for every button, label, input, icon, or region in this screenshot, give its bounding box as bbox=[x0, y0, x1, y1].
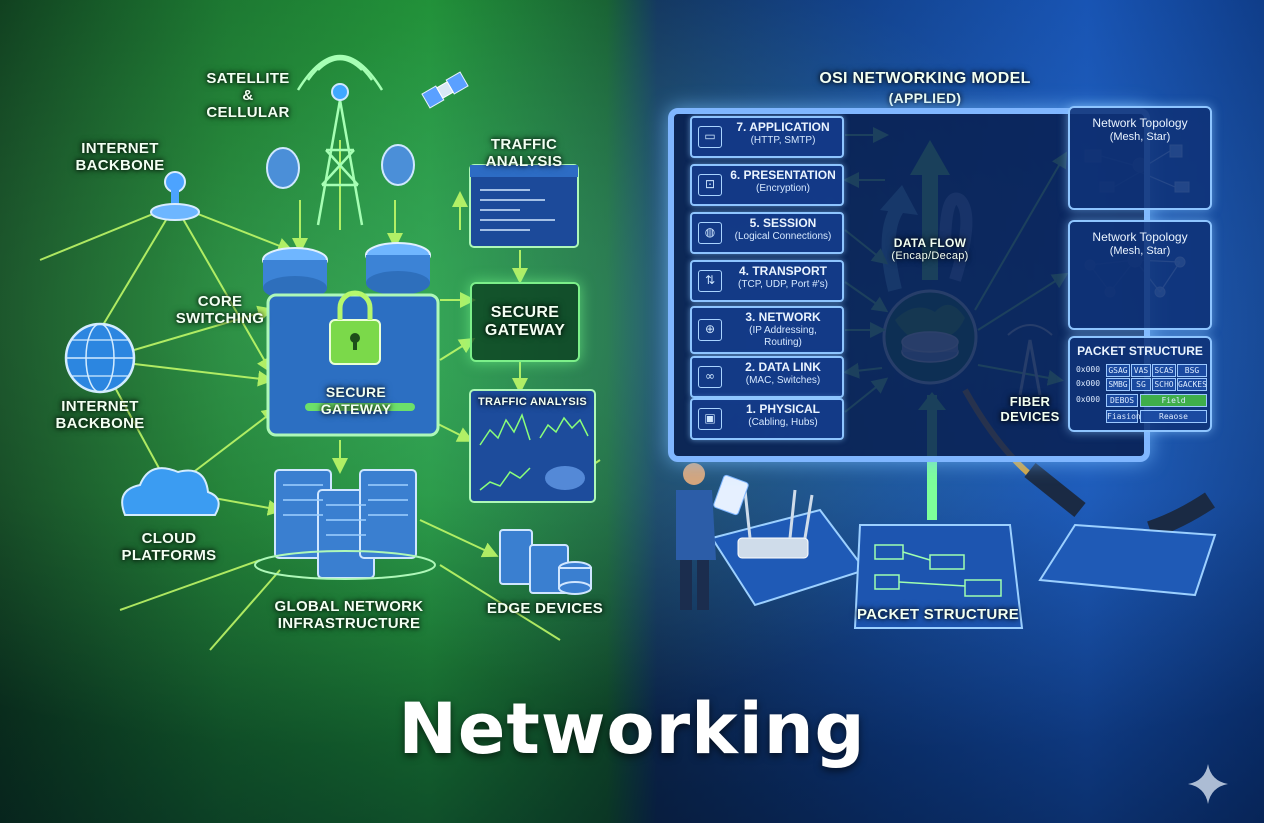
browser-icon: ▭ bbox=[698, 126, 722, 148]
topology-1-title: Network Topology bbox=[1092, 116, 1188, 130]
packet-cell: GSAG bbox=[1106, 364, 1130, 377]
osi-layer-name: 2. DATA LINK bbox=[745, 360, 821, 374]
packet-cell: Fiasion bbox=[1106, 410, 1141, 423]
secure-gateway-box: SECURE GATEWAY bbox=[470, 282, 580, 362]
packet-cell: 0x000 bbox=[1075, 365, 1101, 374]
link-icon: ∞ bbox=[698, 366, 722, 388]
osi-layer-sub: (MAC, Switches) bbox=[745, 375, 821, 386]
cloud-platforms-label: CLOUD PLATFORMS bbox=[121, 530, 217, 564]
edge-devices-label: EDGE DEVICES bbox=[486, 600, 604, 617]
osi-layer-2: ∞ 2. DATA LINK (MAC, Switches) bbox=[690, 356, 844, 398]
secure-gateway-box-label: SECURE GATEWAY bbox=[484, 304, 566, 339]
traffic-analysis-top-label: TRAFFIC ANALYSIS bbox=[485, 136, 563, 170]
osi-layer-6: ⊡ 6. PRESENTATION (Encryption) bbox=[690, 164, 844, 206]
core-switching-label: CORE SWITCHING bbox=[175, 293, 265, 327]
topology-2-title: Network Topology bbox=[1092, 230, 1188, 244]
packet-cell: DEBOS bbox=[1106, 394, 1138, 407]
packet-cell: Field bbox=[1140, 394, 1207, 407]
page-title: Networking bbox=[398, 688, 866, 770]
lock-icon: ⊡ bbox=[698, 174, 722, 196]
packet-cell: VAS bbox=[1131, 364, 1151, 377]
osi-layer-1: ▣ 1. PHYSICAL (Cabling, Hubs) bbox=[690, 398, 844, 440]
network-icon: ⇅ bbox=[698, 270, 722, 292]
internet-backbone-top-label: INTERNET BACKBONE bbox=[75, 140, 165, 174]
osi-layer-7: ▭ 7. APPLICATION (HTTP, SMTP) bbox=[690, 116, 844, 158]
topology-2-sub: (Mesh, Star) bbox=[1109, 245, 1171, 257]
network-topology-panel-1: Network Topology (Mesh, Star) bbox=[1068, 106, 1212, 210]
secure-gateway-main-label: SECURE GATEWAY bbox=[320, 384, 392, 417]
data-flow-sub: (Encap/Decap) bbox=[891, 250, 969, 262]
osi-layer-name: 3. NETWORK bbox=[745, 310, 821, 324]
packet-cell: SG bbox=[1131, 378, 1151, 391]
osi-subtitle: (APPLIED) bbox=[888, 90, 962, 106]
osi-title: OSI NETWORKING MODEL bbox=[819, 70, 1031, 87]
computer-icon: ▣ bbox=[698, 408, 722, 430]
global-network-label: GLOBAL NETWORK INFRASTRUCTURE bbox=[274, 598, 424, 632]
sparkle-icon bbox=[1188, 764, 1228, 804]
packet-cell: BSG bbox=[1177, 364, 1207, 377]
packet-cell: SCAS bbox=[1152, 364, 1176, 377]
internet-backbone-left-label: INTERNET BACKBONE bbox=[55, 398, 145, 432]
packet-structure-panel: PACKET STRUCTURE 0x000 GSAG VAS SCAS BSG… bbox=[1068, 336, 1212, 432]
packet-cell: 0x000 bbox=[1075, 395, 1101, 404]
packet-cell: GACKES bbox=[1177, 378, 1207, 391]
osi-layer-sub: (Encryption) bbox=[756, 183, 810, 194]
osi-layer-name: 5. SESSION bbox=[749, 216, 817, 230]
packet-cell: Reaose bbox=[1140, 410, 1207, 423]
packet-cell: 0x000 bbox=[1075, 379, 1101, 388]
satellite-cellular-label: SATELLITE & CELLULAR bbox=[206, 70, 290, 121]
osi-layer-sub: (IP Addressing, Routing) bbox=[749, 325, 817, 348]
packet-cell: SCHO bbox=[1152, 378, 1176, 391]
globe-icon: ⊕ bbox=[698, 319, 722, 341]
osi-layer-sub: (Logical Connections) bbox=[734, 231, 832, 242]
osi-layer-4: ⇅ 4. TRANSPORT (TCP, UDP, Port #'s) bbox=[690, 260, 844, 302]
osi-layer-5: ◍ 5. SESSION (Logical Connections) bbox=[690, 212, 844, 254]
packet-structure-title: PACKET STRUCTURE bbox=[1077, 344, 1203, 358]
osi-layer-sub: (TCP, UDP, Port #'s) bbox=[738, 279, 828, 290]
data-flow-label: DATA FLOW bbox=[893, 236, 967, 250]
osi-layer-name: 6. PRESENTATION bbox=[730, 168, 836, 182]
fiber-devices-label: FIBER DEVICES bbox=[1000, 394, 1060, 424]
osi-layer-name: 4. TRANSPORT bbox=[738, 264, 827, 278]
osi-layer-name: 1. PHYSICAL bbox=[745, 402, 820, 416]
globe-laptop-icon: ◍ bbox=[698, 222, 722, 244]
osi-layer-sub: (HTTP, SMTP) bbox=[750, 135, 816, 146]
packet-structure-bottom-label: PACKET STRUCTURE bbox=[856, 606, 1020, 623]
topology-1-sub: (Mesh, Star) bbox=[1109, 131, 1171, 143]
osi-layer-3: ⊕ 3. NETWORK (IP Addressing, Routing) bbox=[690, 306, 844, 354]
osi-layer-name: 7. APPLICATION bbox=[736, 120, 830, 134]
packet-cell: SMBG bbox=[1106, 378, 1130, 391]
traffic-analysis-panel-label: TRAFFIC ANALYSIS bbox=[477, 396, 588, 408]
network-topology-panel-2: Network Topology (Mesh, Star) bbox=[1068, 220, 1212, 330]
osi-layer-sub: (Cabling, Hubs) bbox=[748, 417, 818, 428]
